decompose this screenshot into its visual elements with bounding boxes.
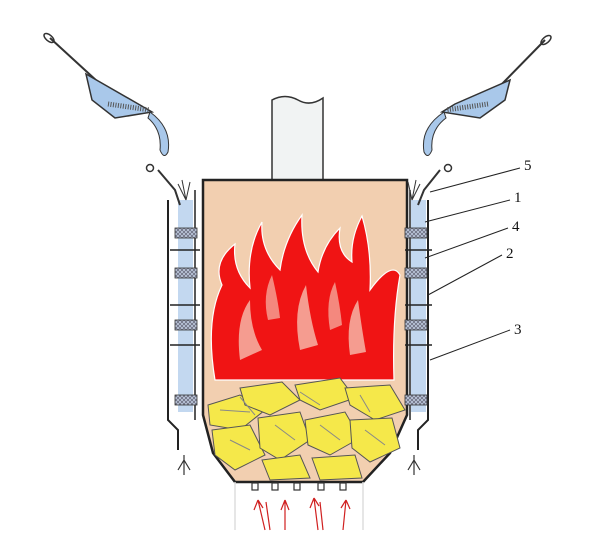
chimney-pipe bbox=[271, 95, 324, 181]
air-inflow-arrows bbox=[253, 497, 351, 531]
leader-lines bbox=[424, 167, 521, 361]
fuel-pieces bbox=[207, 377, 406, 481]
right-water-jacket bbox=[404, 163, 453, 475]
ash-pit bbox=[234, 482, 364, 530]
label-1: 1 bbox=[514, 190, 522, 206]
label-4: 4 bbox=[512, 219, 520, 235]
part-labels: 5 1 4 2 3 bbox=[506, 158, 532, 338]
label-3: 3 bbox=[514, 322, 522, 338]
label-5: 5 bbox=[524, 158, 532, 174]
flames bbox=[210, 212, 401, 381]
left-water-jacket bbox=[145, 163, 200, 475]
right-ladle bbox=[422, 34, 552, 156]
label-2: 2 bbox=[506, 246, 514, 262]
left-ladle bbox=[43, 32, 170, 156]
